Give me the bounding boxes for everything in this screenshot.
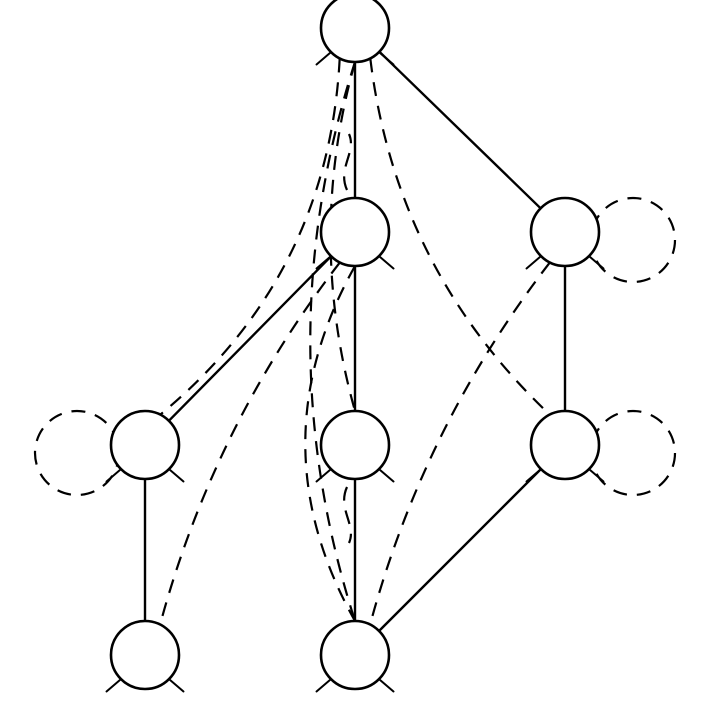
node-tick-n4-1 bbox=[378, 468, 395, 483]
node-circle-n1 bbox=[319, 196, 391, 268]
dashed-edge-n1-n1 bbox=[343, 133, 352, 191]
node-tick-n1-1 bbox=[378, 255, 395, 270]
solid-edge-n1-n3 bbox=[167, 255, 333, 422]
node-tick-n3-0 bbox=[105, 468, 122, 483]
node-tick-n6-0 bbox=[105, 678, 122, 693]
dashed-edge-n0-n7 bbox=[309, 61, 357, 622]
node-tick-n6-1 bbox=[168, 678, 185, 693]
dashed-edge-n2-n7 bbox=[369, 261, 551, 625]
node-tick-n7-0 bbox=[315, 678, 332, 693]
node-tick-n1-0 bbox=[315, 255, 332, 270]
node-n5 bbox=[525, 409, 605, 483]
node-n0 bbox=[315, 0, 395, 66]
node-tick-n7-1 bbox=[378, 678, 395, 693]
dashed-edge-n0-n3 bbox=[159, 58, 341, 416]
node-n3 bbox=[105, 409, 185, 483]
node-n7 bbox=[315, 619, 395, 693]
node-tick-n5-1 bbox=[588, 468, 605, 483]
node-circle-n6 bbox=[109, 619, 181, 691]
node-circle-n7 bbox=[319, 619, 391, 691]
dashed-edge-n4-n4 bbox=[343, 486, 352, 544]
node-tick-n0-0 bbox=[315, 51, 332, 66]
node-circle-n4 bbox=[319, 409, 391, 481]
node-n4 bbox=[315, 409, 395, 483]
edges-layer bbox=[143, 50, 567, 633]
solid-edge-n5-n7 bbox=[377, 467, 543, 633]
node-n2 bbox=[525, 196, 605, 270]
dashed-edge-n1-n7 bbox=[304, 265, 356, 622]
node-tick-n5-0 bbox=[525, 468, 542, 483]
node-circle-n3 bbox=[109, 409, 181, 481]
node-tick-n0-1 bbox=[378, 51, 395, 66]
node-tick-n2-0 bbox=[525, 255, 542, 270]
dashed-edge-n1-n6 bbox=[159, 261, 341, 625]
dashed-edge-n0-n5 bbox=[369, 58, 551, 416]
node-circle-n0 bbox=[319, 0, 391, 64]
nodes-layer bbox=[105, 0, 605, 693]
node-circle-n2 bbox=[529, 196, 601, 268]
node-n6 bbox=[105, 619, 185, 693]
node-tick-n3-1 bbox=[168, 468, 185, 483]
node-circle-n5 bbox=[529, 409, 601, 481]
node-n1 bbox=[315, 196, 395, 270]
node-tick-n2-1 bbox=[588, 255, 605, 270]
node-tick-n4-0 bbox=[315, 468, 332, 483]
solid-edge-n0-n2 bbox=[378, 50, 542, 210]
